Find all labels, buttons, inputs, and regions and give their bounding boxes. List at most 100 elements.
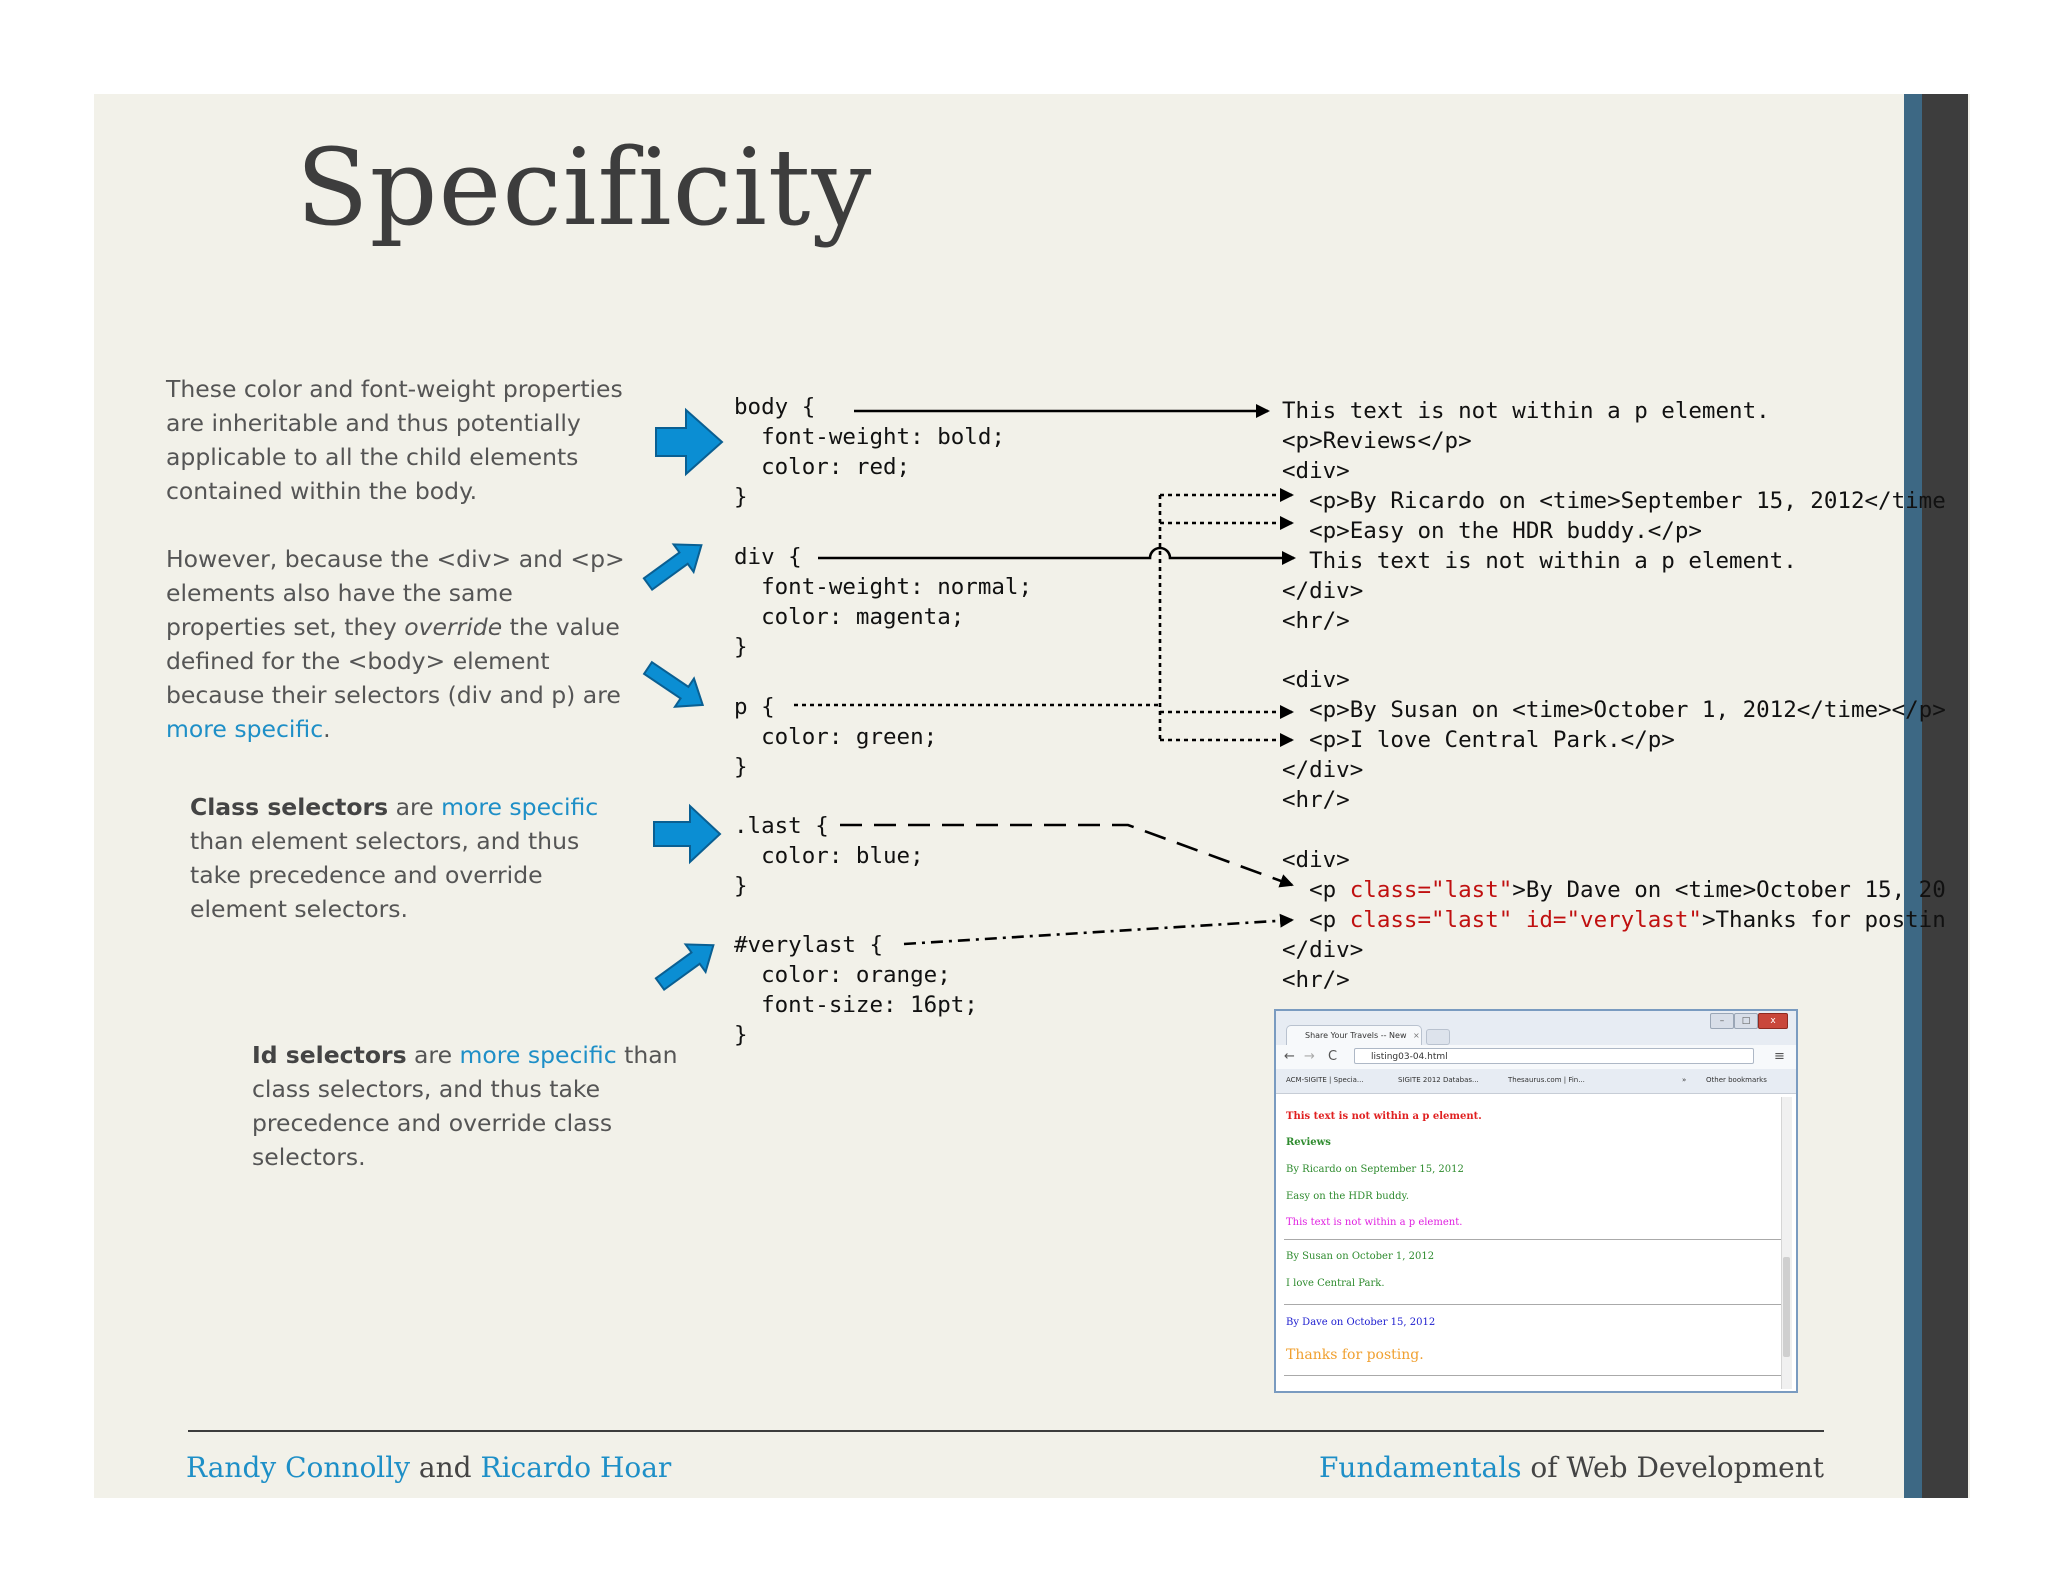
html-line-4: <p>By Ricardo on <time>September 15, 201…	[1282, 488, 1946, 514]
render-line-9: Thanks for posting.	[1286, 1347, 1424, 1363]
bookmarks-bar: ACM-SIGITE | Specia... SIGITE 2012 Datab…	[1276, 1071, 1796, 1091]
css-p-open: p {	[734, 694, 775, 720]
html-line-11: <p>I love Central Park.</p>	[1282, 727, 1675, 753]
footer-author-2: Ricardo Hoar	[480, 1451, 672, 1484]
html-line-2: <p>Reviews</p>	[1282, 428, 1472, 454]
bookmark-sigite[interactable]: SIGITE 2012 Databas...	[1398, 1076, 1479, 1084]
html-line-15-pre: <p	[1282, 877, 1350, 903]
connector-last	[840, 823, 1294, 888]
maximize-button[interactable]: □	[1734, 1013, 1758, 1029]
close-window-button[interactable]: x	[1758, 1013, 1788, 1029]
footer-book-highlight: Fundamentals	[1318, 1451, 1522, 1484]
slide-title: Specificity	[296, 126, 873, 249]
window-controls: – □ x	[1710, 1013, 1790, 1029]
css-code-block: body { font-weight: bold; color: red; } …	[734, 392, 1174, 1052]
menu-icon[interactable]: ≡	[1774, 1049, 1785, 1064]
css-body-color: color: red;	[734, 454, 911, 480]
browser-content: This text is not within a p element. Rev…	[1276, 1093, 1796, 1391]
html-line-17: </div>	[1282, 937, 1364, 963]
render-line-4: Easy on the HDR buddy.	[1286, 1191, 1410, 1202]
render-hr-3	[1284, 1375, 1784, 1376]
render-line-3: By Ricardo on September 15, 2012	[1286, 1164, 1464, 1175]
html-line-16-pre: <p	[1282, 907, 1350, 933]
footer-authors: Randy Connolly and Ricardo Hoar	[186, 1451, 671, 1484]
blue-arrow-diag-up-1	[642, 543, 703, 592]
forward-icon[interactable]: →	[1304, 1049, 1315, 1064]
render-line-7: I love Central Park.	[1286, 1278, 1385, 1289]
render-line-5: This text is not within a p element.	[1286, 1217, 1463, 1228]
render-line-6: By Susan on October 1, 2012	[1286, 1251, 1435, 1262]
footer-book-rest: of Web Development	[1521, 1451, 1824, 1484]
bookmark-more-icon[interactable]: »	[1682, 1076, 1687, 1084]
blue-arrow-diag-up-2	[654, 943, 715, 992]
css-body-close: }	[734, 484, 748, 510]
address-bar[interactable]: listing03-04.html	[1354, 1048, 1754, 1064]
footer-and: and	[410, 1451, 481, 1484]
note-id-selectors-text-a: are	[406, 1041, 460, 1069]
css-body-open: body {	[734, 394, 816, 420]
html-line-15-post: >By Dave on <time>October 15, 20	[1512, 877, 1946, 903]
html-line-6: This text is not within a p element.	[1282, 548, 1797, 574]
minimize-button[interactable]: –	[1710, 1013, 1734, 1029]
render-hr-1	[1284, 1239, 1784, 1240]
render-line-2: Reviews	[1286, 1137, 1331, 1148]
render-line-1: This text is not within a p element.	[1286, 1111, 1482, 1122]
browser-navbar: ← → C listing03-04.html ≡	[1276, 1045, 1796, 1069]
bookmark-thesaurus[interactable]: Thesaurus.com | Fin...	[1508, 1076, 1585, 1084]
html-line-1: This text is not within a p element.	[1282, 398, 1770, 424]
note-override-text-a: However, because the <div> and <p> eleme…	[166, 545, 625, 641]
html-line-16-attr: class="last" id="verylast"	[1349, 907, 1702, 933]
html-line-16: <p class="last" id="verylast">Thanks for…	[1282, 905, 1946, 935]
connector-div	[818, 546, 1296, 565]
note-override: However, because the <div> and <p> eleme…	[166, 542, 626, 746]
html-line-5: <p>Easy on the HDR buddy.</p>	[1282, 518, 1702, 544]
side-band-dark	[1922, 94, 1968, 1498]
scrollbar-thumb[interactable]	[1783, 1257, 1790, 1357]
side-band-blue	[1904, 94, 1922, 1498]
note-override-end: .	[323, 715, 331, 743]
bookmark-other[interactable]: Other bookmarks	[1706, 1076, 1767, 1084]
note-class-selectors: Class selectors are more specific than e…	[190, 790, 610, 926]
css-div-font-weight: font-weight: normal;	[734, 574, 1033, 600]
note-override-emphasis: override	[404, 613, 503, 641]
bookmark-acm[interactable]: ACM-SIGITE | Specia...	[1286, 1076, 1364, 1084]
back-icon[interactable]: ←	[1284, 1049, 1295, 1064]
footer-book-title: Fundamentals of Web Development	[1319, 1451, 1824, 1484]
html-line-8: <hr/>	[1282, 608, 1350, 634]
note-class-selectors-bold: Class selectors	[190, 793, 389, 821]
render-hr-2	[1284, 1304, 1784, 1305]
html-line-10: <p>By Susan on <time>October 1, 2012</ti…	[1282, 697, 1946, 723]
blue-arrow-right-2	[653, 803, 722, 865]
css-div-close: }	[734, 634, 748, 660]
connector-verylast	[903, 913, 1294, 946]
css-last-color: color: blue;	[734, 843, 924, 869]
note-class-selectors-text-a: are	[388, 793, 442, 821]
note-id-selectors: Id selectors are more specific than clas…	[252, 1038, 692, 1174]
html-code-block: This text is not within a p element. <p>…	[1282, 396, 1970, 996]
note-inheritance: These color and font-weight properties a…	[166, 372, 626, 508]
css-p-color: color: green;	[734, 724, 938, 750]
css-p-close: }	[734, 754, 748, 780]
browser-scrollbar[interactable]	[1781, 1097, 1792, 1389]
tab-close-icon[interactable]: ×	[1413, 1031, 1420, 1040]
css-verylast-font-size: font-size: 16pt;	[734, 992, 978, 1018]
new-tab-button[interactable]	[1426, 1029, 1450, 1045]
blue-arrow-diag-down	[642, 660, 705, 708]
html-line-15: <p class="last">By Dave on <time>October…	[1282, 875, 1946, 905]
note-class-selectors-highlight: more specific	[441, 793, 599, 821]
browser-screenshot: Share Your Travels -- New × – □ x ← → C …	[1274, 1009, 1798, 1393]
footer-author-1: Randy Connolly	[186, 1451, 411, 1484]
footer-rule	[188, 1430, 1824, 1432]
html-line-18: <hr/>	[1282, 967, 1350, 993]
html-line-13: <hr/>	[1282, 787, 1350, 813]
html-line-7: </div>	[1282, 578, 1364, 604]
reload-icon[interactable]: C	[1328, 1049, 1338, 1064]
browser-chrome: Share Your Travels -- New × – □ x ← → C …	[1276, 1011, 1796, 1094]
note-id-selectors-text-b: than class selectors, and thus take prec…	[252, 1041, 678, 1171]
html-line-14: <div>	[1282, 847, 1350, 873]
note-id-selectors-highlight: more specific	[459, 1041, 617, 1069]
css-last-open: .last {	[734, 813, 829, 839]
browser-tab[interactable]: Share Your Travels -- New ×	[1286, 1025, 1422, 1045]
html-line-3: <div>	[1282, 458, 1350, 484]
